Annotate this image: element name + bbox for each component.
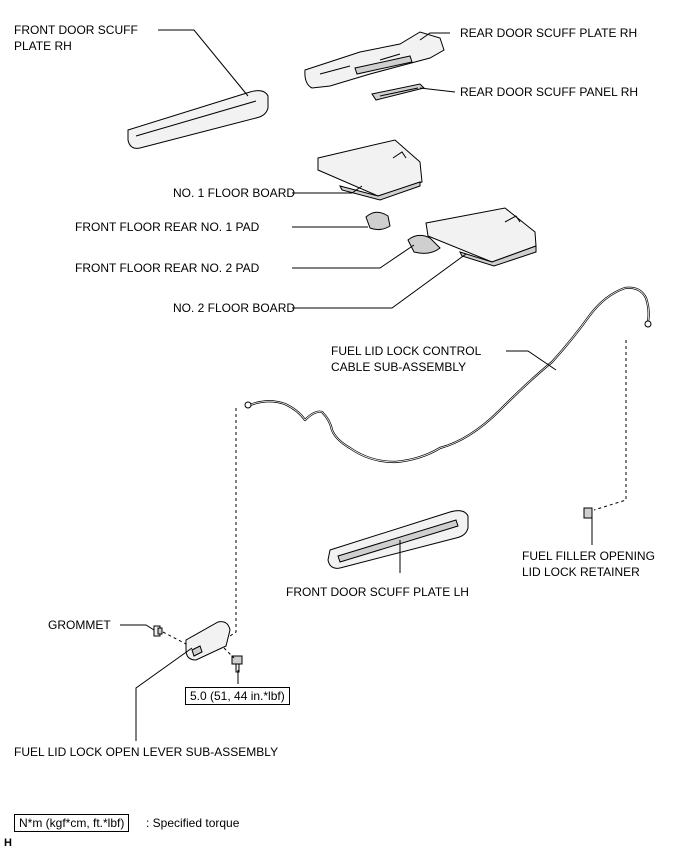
leader-no2-floor-board bbox=[292, 253, 467, 309]
fuel-lid-lock-open-lever-part bbox=[185, 621, 231, 661]
rear-door-scuff-plate-rh-part bbox=[304, 31, 445, 89]
label-rear-door-scuff-panel-rh: REAR DOOR SCUFF PANEL RH bbox=[460, 85, 639, 99]
front-door-scuff-plate-lh-part bbox=[327, 510, 469, 569]
label-front-floor-rear-no2-pad: FRONT FLOOR REAR NO. 2 PAD bbox=[75, 261, 260, 275]
rear-door-scuff-panel-rh-part bbox=[371, 83, 425, 101]
no2-floor-board-part bbox=[425, 207, 537, 267]
fuel-lid-lock-control-cable-part bbox=[244, 286, 652, 464]
legend-description: : Specified torque bbox=[146, 816, 240, 830]
leader-fuel-lid-lock-open-lever bbox=[135, 647, 193, 741]
label-grommet: GROMMET bbox=[48, 618, 111, 632]
leader-fuel-lid-lock-control-cable bbox=[506, 350, 557, 371]
leader-no1-floor-board bbox=[292, 185, 363, 194]
label-front-floor-rear-no1-pad: FRONT FLOOR REAR NO. 1 PAD bbox=[75, 220, 260, 234]
label-fuel-filler-opening-lid-lock-retainer: FUEL FILLER OPENING LID LOCK RETAINER bbox=[522, 549, 655, 579]
grommet-part bbox=[153, 625, 163, 637]
assembly-line-cable-to-lever bbox=[229, 408, 237, 637]
label-front-door-scuff-plate-lh: FRONT DOOR SCUFF PLATE LH bbox=[286, 585, 469, 599]
torque-spec-box: 5.0 (51, 44 in.*lbf) bbox=[185, 687, 290, 705]
front-floor-rear-no1-pad-part bbox=[365, 211, 391, 231]
front-floor-rear-no2-pad-part bbox=[407, 234, 441, 254]
bolt-part bbox=[231, 655, 243, 673]
no1-floor-board-part bbox=[317, 139, 423, 201]
label-front-door-scuff-plate-rh: FRONT DOOR SCUFF PLATE RH bbox=[14, 23, 138, 53]
fuel-filler-opening-lid-lock-retainer-part bbox=[583, 507, 593, 519]
corner-mark: H bbox=[4, 837, 12, 849]
leader-grommet bbox=[120, 624, 155, 631]
assembly-line-grommet-to-lever bbox=[162, 631, 187, 645]
leader-rear-door-scuff-plate-rh bbox=[419, 32, 450, 41]
legend-unit-box: N*m (kgf*cm, ft.*lbf) bbox=[14, 814, 130, 832]
assembly-line-bolt-to-lever bbox=[223, 647, 235, 659]
label-no1-floor-board: NO. 1 FLOOR BOARD bbox=[173, 186, 296, 200]
label-rear-door-scuff-plate-rh: REAR DOOR SCUFF PLATE RH bbox=[460, 26, 638, 40]
leader-rear-door-scuff-panel-rh bbox=[419, 87, 456, 93]
front-door-scuff-plate-rh-part bbox=[127, 90, 269, 149]
leader-front-floor-rear-no2-pad bbox=[292, 244, 415, 269]
assembly-line-cable-to-retainer bbox=[593, 340, 627, 511]
label-no2-floor-board: NO. 2 FLOOR BOARD bbox=[173, 301, 296, 315]
label-fuel-lid-lock-open-lever: FUEL LID LOCK OPEN LEVER SUB-ASSEMBLY bbox=[14, 745, 279, 759]
label-fuel-lid-lock-control-cable: FUEL LID LOCK CONTROL CABLE SUB-ASSEMBLY bbox=[331, 344, 482, 374]
leader-front-door-scuff-plate-rh bbox=[158, 29, 249, 97]
